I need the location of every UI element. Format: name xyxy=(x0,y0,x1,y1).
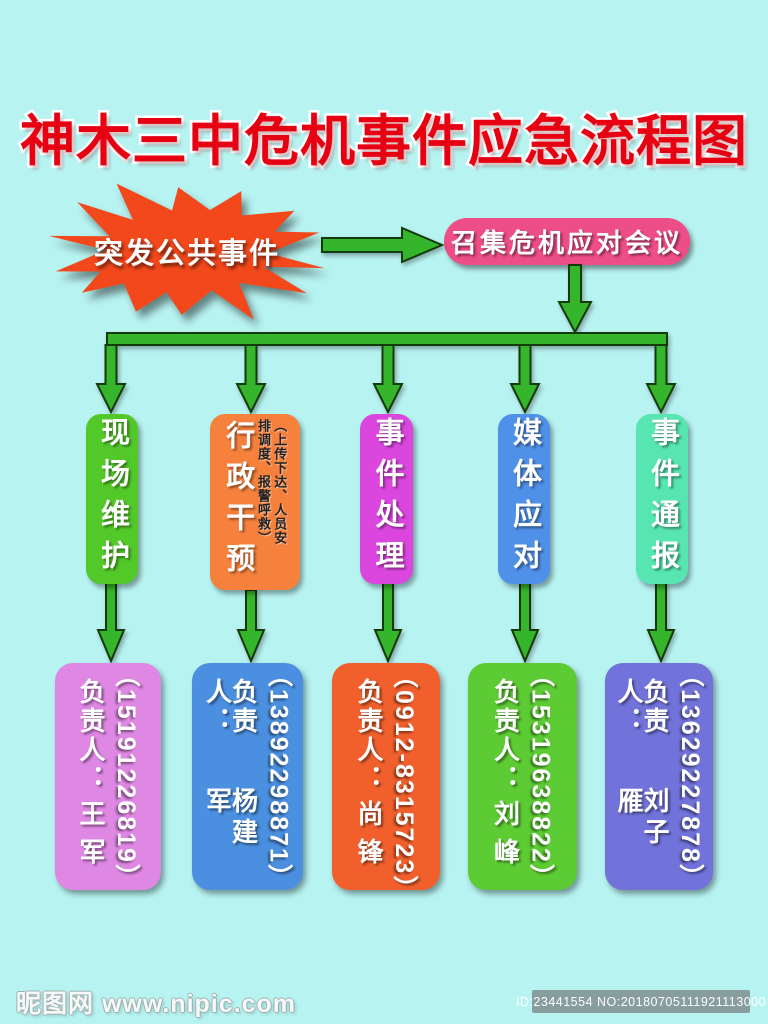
contact-phone: （15191226819） xyxy=(112,662,140,891)
branch-note: （上传下达、人员安 排调度、报警呼救） xyxy=(255,419,288,585)
arrow-down-contact-1 xyxy=(96,582,126,664)
contact-person: 负责人： 刘子雁 xyxy=(614,677,670,876)
contact-person: 负责人： 刘峰 xyxy=(490,677,521,876)
arrow-down-branch-5 xyxy=(645,344,677,415)
page-title: 神木三中危机事件应急流程图 xyxy=(17,108,749,175)
contact-name: 刘子雁 xyxy=(614,787,670,850)
arrow-down-contact-4 xyxy=(510,582,540,664)
meeting-node: 召集危机应对会议 xyxy=(444,218,690,265)
branch-note-column: （上传下达、人员安 xyxy=(272,419,288,545)
contact-phone: （13892298871） xyxy=(264,662,293,891)
contact-box-5: 负责人： 刘子雁 （13629227878） xyxy=(605,662,713,891)
watermark-id-badge: ID:23441554 NO:20180705111921113000 xyxy=(516,990,766,1013)
contact-role-label: 负责人： xyxy=(490,677,521,794)
contact-role-label: 负责人： xyxy=(354,677,384,794)
contact-name: 尚锋 xyxy=(354,799,384,876)
watermark-site: 昵图网 www.nipic.com xyxy=(16,990,296,1018)
contact-box-4: 负责人： 刘峰 （15319638822） xyxy=(468,662,577,891)
arrow-down-meeting-to-bar xyxy=(557,264,593,335)
starburst-shape xyxy=(48,183,325,320)
contact-role-label: 负责人： xyxy=(76,677,106,794)
arrow-down-branch-3 xyxy=(372,344,404,415)
arrow-right-start-to-meeting xyxy=(321,226,445,264)
meeting-label: 召集危机应对会议 xyxy=(450,228,683,258)
branch-box-scene-maintenance: 现场维护 xyxy=(86,414,138,584)
contact-name: 刘峰 xyxy=(490,799,521,876)
contact-role-label: 负责人： xyxy=(202,677,259,736)
branch-label: 媒体应对 xyxy=(508,417,541,581)
contact-box-1: 负责人： 王军 （15191226819） xyxy=(55,662,161,891)
branch-box-media-response: 媒体应对 xyxy=(498,414,550,584)
contact-name: 杨建军 xyxy=(202,787,259,850)
arrow-down-branch-1 xyxy=(95,344,127,415)
contact-box-3: 负责人： 尚锋 （0912-8315723） xyxy=(332,663,440,903)
contact-person: 负责人： 杨建军 xyxy=(202,677,259,876)
arrow-down-branch-4 xyxy=(509,344,541,415)
contact-person: 负责人： 尚锋 xyxy=(354,677,384,876)
branch-label: 现场维护 xyxy=(96,417,129,581)
contact-phone: （13629227878） xyxy=(676,662,704,891)
contact-phone: （15319638822） xyxy=(526,662,555,891)
branch-label: 事件通报 xyxy=(646,417,679,581)
distribution-bar xyxy=(106,332,668,346)
contact-phone: （0912-8315723） xyxy=(390,663,418,903)
contact-role-label: 负责人： xyxy=(614,677,670,736)
branch-box-event-handling: 事件处理 xyxy=(360,414,413,584)
branch-box-admin-intervention: 行政干预 （上传下达、人员安 排调度、报警呼救） xyxy=(210,414,300,590)
start-event-label: 突发公共事件 xyxy=(93,238,281,270)
arrow-down-contact-5 xyxy=(646,582,676,664)
start-event-starburst: 突发公共事件 xyxy=(46,178,328,324)
branch-label: 事件处理 xyxy=(371,417,403,581)
contact-person: 负责人： 王军 xyxy=(76,677,106,876)
branch-box-event-notification: 事件通报 xyxy=(636,414,688,584)
starburst-svg xyxy=(48,183,325,320)
contact-box-2: 负责人： 杨建军 （13892298871） xyxy=(192,662,303,891)
arrow-down-branch-2 xyxy=(235,344,267,415)
arrow-down-contact-2 xyxy=(236,589,266,664)
arrow-down-contact-3 xyxy=(373,582,403,664)
watermark-id-text: ID:23441554 NO:20180705111921113000 xyxy=(515,994,767,1009)
branch-label: 行政干预 xyxy=(221,420,254,584)
branch-note-column: 排调度、报警呼救） xyxy=(256,419,271,545)
contact-name: 王军 xyxy=(76,799,106,876)
